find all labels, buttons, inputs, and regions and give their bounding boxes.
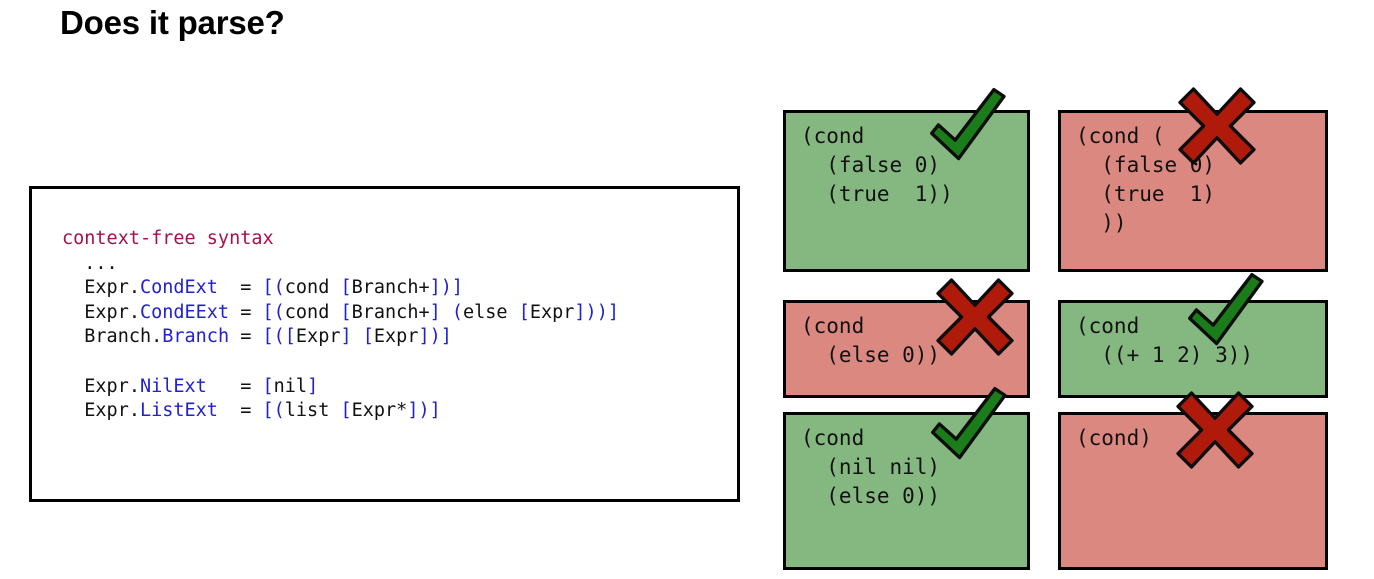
grammar-token: Expr — [295, 326, 341, 348]
example-code-6: (cond) — [1076, 426, 1152, 450]
grammar-line: Expr.CondExt = [(cond [Branch+])] — [62, 276, 619, 301]
grammar-token: CondEExt — [139, 301, 230, 323]
grammar-token: [ — [340, 277, 352, 299]
parse-examples-grid: (cond (false 0) (true 1)) (cond ( (false… — [783, 87, 1328, 570]
grammar-token: cond — [284, 277, 341, 299]
grammar-token: Branch+ — [351, 277, 430, 299]
grammar-token: [ — [262, 375, 274, 397]
grammar-token: else — [463, 301, 519, 323]
grammar-token: = — [217, 277, 263, 299]
grammar-line: ... — [62, 252, 619, 277]
example-code-5: (cond (nil nil) (else 0)) — [801, 426, 941, 508]
grammar-token: = — [229, 301, 263, 323]
example-card-2[interactable]: (cond ( (false 0) (true 1) )) — [1058, 110, 1328, 272]
grammar-token: ListExt — [139, 400, 218, 422]
grammar-token: context-free syntax — [62, 228, 274, 249]
grammar-line: Expr.NilExt = [nil] — [62, 375, 619, 400]
grammar-token: ] [ — [340, 326, 374, 348]
grammar-token: [ — [518, 301, 530, 323]
grammar-token: [( — [262, 277, 285, 299]
grammar-token: Expr* — [351, 400, 408, 422]
grammar-token: NilExt — [139, 375, 207, 397]
grammar-token: [ — [340, 400, 352, 422]
page-title: Does it parse? — [60, 4, 285, 41]
grammar-token: [( — [262, 400, 285, 422]
grammar-token: = — [217, 400, 263, 422]
grammar-line: Expr.CondEExt = [(cond [Branch+] (else [… — [62, 301, 619, 326]
example-card-6[interactable]: (cond) — [1058, 412, 1328, 570]
grammar-token: list — [284, 400, 341, 422]
example-code-3: (cond (else 0)) — [801, 314, 941, 367]
grammar-code: context-free syntax ... Expr.CondExt = [… — [62, 227, 619, 424]
grammar-token: [([ — [262, 326, 296, 348]
grammar-token: [ — [340, 301, 352, 323]
grammar-token: ])] — [407, 400, 441, 422]
grammar-token: nil — [273, 375, 308, 397]
grammar-token: Expr. — [62, 277, 140, 299]
grammar-token: ]))] — [574, 301, 619, 323]
grammar-token: CondExt — [139, 277, 218, 299]
grammar-token: = — [229, 326, 263, 348]
example-code-1: (cond (false 0) (true 1)) — [801, 124, 953, 206]
grammar-token: [( — [262, 301, 285, 323]
grammar-token: ... — [62, 252, 118, 274]
example-code-4: (cond ((+ 1 2) 3)) — [1076, 314, 1254, 367]
grammar-line: Branch.Branch = [([Expr] [Expr])] — [62, 325, 619, 350]
grammar-token: Branch. — [62, 326, 163, 348]
grammar-token: cond — [284, 301, 341, 323]
grammar-token: = — [206, 375, 263, 397]
grammar-token: Expr. — [62, 375, 140, 397]
example-card-1[interactable]: (cond (false 0) (true 1)) — [783, 110, 1030, 272]
grammar-line: context-free syntax — [62, 227, 619, 252]
grammar-panel: context-free syntax ... Expr.CondExt = [… — [29, 186, 740, 502]
grammar-line: Expr.ListExt = [(list [Expr*])] — [62, 399, 619, 424]
grammar-token: ] ( — [429, 301, 464, 323]
grammar-token: Expr. — [62, 301, 140, 323]
grammar-token: Expr — [529, 301, 575, 323]
grammar-token: Expr — [373, 326, 419, 348]
example-code-2: (cond ( (false 0) (true 1) )) — [1076, 124, 1216, 235]
example-card-3[interactable]: (cond (else 0)) — [783, 300, 1030, 398]
grammar-token: ])] — [418, 326, 452, 348]
grammar-token: Branch+ — [351, 301, 430, 323]
grammar-line — [62, 350, 619, 375]
example-card-4[interactable]: (cond ((+ 1 2) 3)) — [1058, 300, 1328, 398]
example-card-5[interactable]: (cond (nil nil) (else 0)) — [783, 412, 1030, 570]
grammar-token: ])] — [429, 277, 464, 299]
grammar-token — [62, 351, 73, 372]
grammar-token: Expr. — [62, 400, 140, 422]
grammar-token: Branch — [162, 326, 230, 348]
grammar-token: ] — [307, 375, 319, 397]
